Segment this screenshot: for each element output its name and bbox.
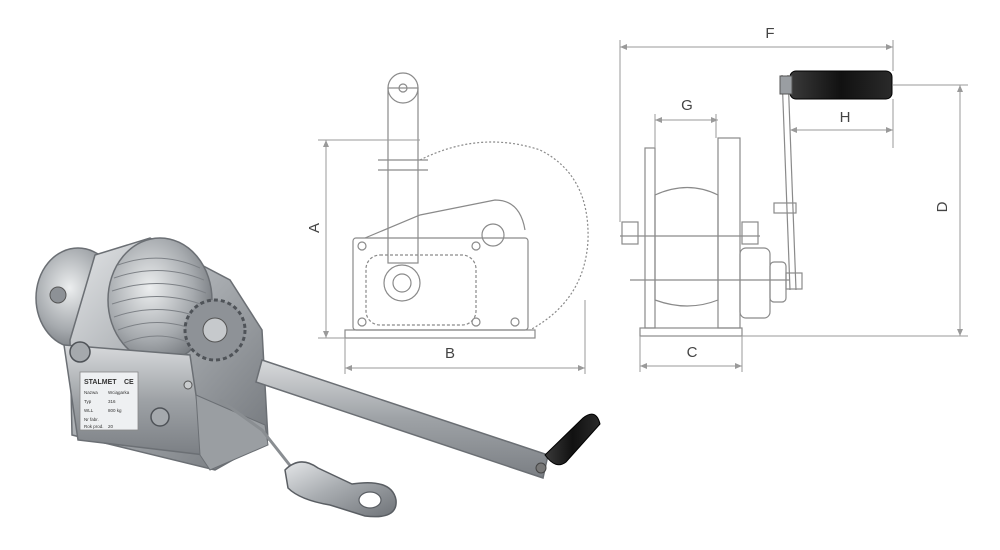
rear-flange-bolt (49, 286, 67, 304)
hook-eye (358, 491, 382, 509)
winch-photo: STALMET CE Nazwa Wciągarka Typ 316 WLL 8… (35, 237, 601, 518)
corner-bolt-2 (471, 241, 481, 251)
nameplate-value-2: 316 (108, 399, 116, 404)
pawl-bolt (481, 223, 505, 247)
gear-hub (202, 317, 228, 343)
nameplate-brand: STALMET (84, 379, 117, 386)
front-drum (654, 186, 719, 307)
dim-label-h: H (840, 109, 851, 126)
rivet-1 (183, 380, 193, 390)
dim-label-c: C (687, 344, 698, 361)
housing-body (352, 237, 529, 331)
front-crank-arm (781, 74, 791, 291)
front-flange-right (717, 137, 741, 329)
front-bolt (785, 272, 803, 290)
side-crank-top (387, 72, 419, 104)
crank-pivot (535, 462, 547, 474)
nameplate-value-1: Wciągarka (108, 390, 130, 395)
nameplate-row-1: Nazwa (84, 390, 98, 395)
nameplate-ce-mark: CE (124, 379, 134, 386)
front-view-drawing (620, 74, 803, 337)
wire-rope (219, 398, 294, 469)
nameplate-row-2: Typ (84, 399, 92, 404)
front-end-cap (769, 261, 787, 303)
nameplate (79, 371, 139, 431)
corner-bolt-5 (510, 317, 520, 327)
corner-bolt-1 (357, 241, 367, 251)
dimension-lines (318, 40, 968, 374)
shaft-inner (392, 273, 412, 293)
dim-label-d: D (934, 201, 951, 212)
corner-bolt-3 (357, 317, 367, 327)
nameplate-row-3: WLL (84, 408, 94, 413)
front-nut-left (621, 221, 639, 245)
front-crank-arm-2 (787, 74, 797, 291)
nameplate-row-5: Rok prod. (84, 424, 104, 429)
nameplate-row-4: Nr fabr. (84, 417, 99, 422)
front-nut-right (741, 221, 759, 245)
hex-bolt-1 (69, 341, 91, 363)
hook (284, 461, 397, 518)
crank-handle (544, 413, 601, 466)
housing-top (364, 199, 526, 239)
front-crank-collar (773, 202, 797, 214)
front-handle (779, 70, 893, 100)
front-handle-grip (789, 70, 893, 100)
side-base (344, 329, 536, 339)
corner-bolt-4 (471, 317, 481, 327)
nameplate-value-5: 20 (108, 424, 114, 429)
dim-label-b: B (445, 345, 455, 362)
crank-arm (255, 359, 549, 479)
side-crank-top-hole (398, 83, 408, 93)
dim-label-g: G (681, 97, 693, 114)
shaft-outer (383, 264, 421, 302)
side-crank-arm (387, 87, 419, 264)
gear-cover (365, 254, 477, 326)
dim-label-a: A (306, 223, 323, 233)
nameplate-value-3: 800 kg (108, 408, 122, 413)
side-view-drawing (344, 72, 589, 339)
hex-bolt-2 (150, 407, 170, 427)
front-handle-pin (779, 75, 793, 95)
front-base (639, 327, 743, 337)
base-plate (195, 394, 269, 471)
dim-label-f: F (765, 25, 774, 42)
front-flange-left (644, 147, 656, 329)
front-gear-box (739, 247, 771, 319)
